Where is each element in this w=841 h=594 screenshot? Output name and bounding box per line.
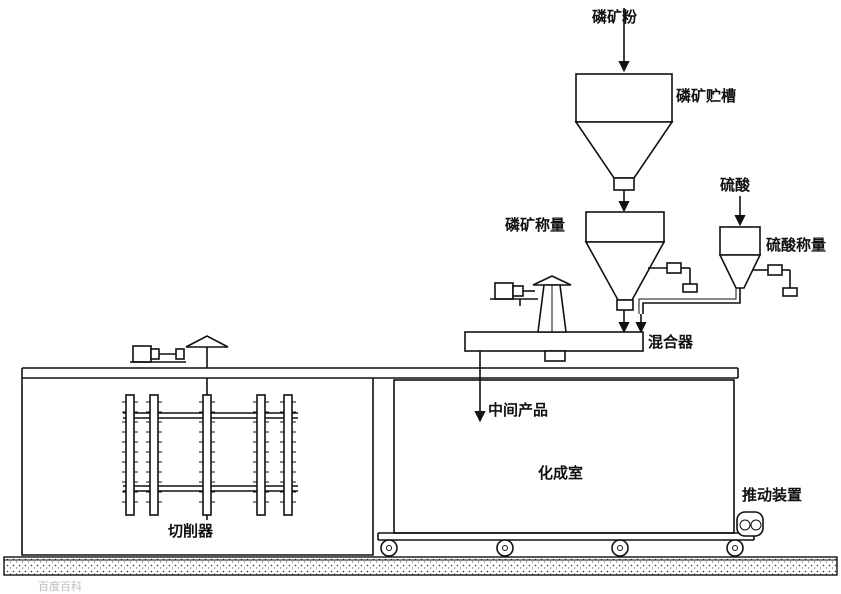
watermark-text: 百度百科 — [38, 579, 82, 593]
curing-chamber — [393, 379, 735, 534]
acid-weighing-tank — [718, 226, 762, 289]
label-mixer: 混合器 — [648, 333, 694, 351]
label-curing-chamber: 化成室 — [538, 464, 583, 482]
label-acid-weighing: 硫酸称量 — [766, 236, 826, 254]
curing-cart — [377, 532, 755, 541]
cutter-drive-hood-icon — [185, 335, 229, 368]
cart-wheel-icon — [380, 539, 744, 557]
label-phosphate-storage: 磷矿贮槽 — [676, 87, 736, 105]
label-cutter: 切削器 — [168, 522, 214, 540]
mixer — [464, 331, 644, 362]
acid-pipe — [635, 288, 741, 334]
mixer-motor-icon — [490, 282, 538, 306]
cutter-motor-icon — [130, 345, 186, 363]
cutter-chamber — [21, 368, 374, 556]
label-sulfuric-acid: 硫酸 — [720, 176, 751, 194]
cutter-assembly — [122, 394, 298, 516]
acid-scale-gauge-icon — [752, 264, 798, 297]
phosphate-weighing-hopper — [584, 211, 666, 311]
label-pushing-device: 推动装置 — [742, 486, 802, 504]
phosphate-storage-tank — [574, 73, 674, 191]
ground-strip — [3, 556, 838, 576]
mixer-drive-hood-icon — [532, 275, 572, 333]
label-intermediate-product: 中间产品 — [488, 401, 548, 419]
top-rail — [22, 367, 739, 379]
label-phosphate-powder: 磷矿粉 — [592, 8, 637, 26]
pushing-device-icon — [736, 511, 764, 537]
phosphate-scale-gauge-icon — [648, 262, 698, 293]
label-phosphate-weighing: 磷矿称量 — [505, 216, 565, 234]
